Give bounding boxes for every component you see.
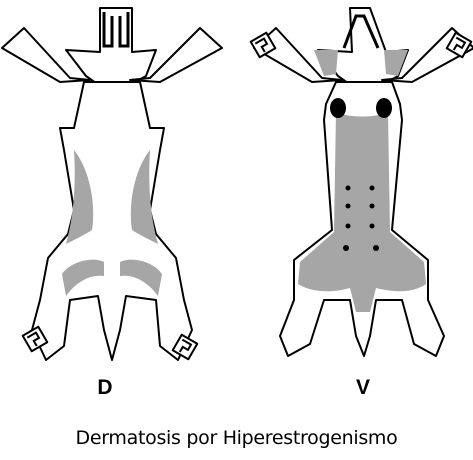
dorsal-body-outline (1, 27, 223, 83)
ventral-paw-left (249, 31, 277, 59)
figure-caption: Dermatosis por Hiperestrogenismo (75, 427, 398, 449)
nipple (373, 245, 379, 251)
nipple (345, 185, 351, 191)
ventral-axilla-patch-left (330, 98, 346, 118)
ventral-jaw-mark (342, 14, 380, 49)
nipple (369, 223, 375, 229)
nipple (369, 185, 375, 191)
ventral-view (249, 7, 473, 357)
dorsal-view (1, 7, 223, 361)
ventral-paw-right (445, 31, 473, 59)
ventral-abdominal-lesion (298, 112, 426, 312)
nipple (343, 245, 349, 251)
ventral-nipples (343, 185, 379, 251)
ventral-axilla-patch-right (376, 98, 392, 118)
nipple (345, 223, 351, 229)
dorsal-hip-lesion-left (62, 259, 104, 296)
dorsal-paw-left (21, 325, 49, 353)
dorsal-flank-lesion-right (130, 150, 158, 244)
dorsal-hip-lesion-right (120, 259, 162, 296)
dorsal-ear-marks (102, 12, 130, 48)
nipple (345, 203, 351, 209)
ventral-neck-lesion-left (314, 50, 338, 76)
ventral-view-label: V (355, 376, 370, 399)
nipple (369, 203, 375, 209)
ventral-neck-lesion-right (384, 50, 408, 76)
dorsal-flank-lesion-left (66, 150, 94, 244)
dorsal-view-label: D (97, 376, 113, 399)
dorsal-trunk (31, 81, 193, 361)
dorsal-paw-right (171, 333, 199, 361)
